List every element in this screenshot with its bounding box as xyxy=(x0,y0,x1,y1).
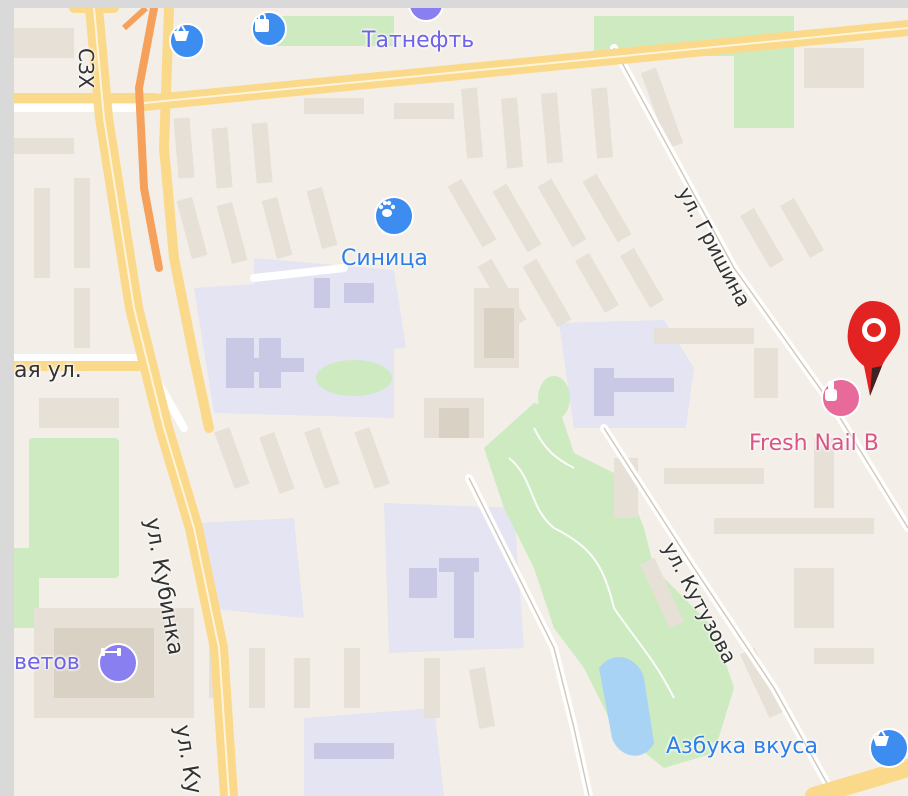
pond xyxy=(599,657,654,756)
nail-polish-icon[interactable] xyxy=(821,378,861,418)
fresh-nail-label[interactable]: Fresh Nail B xyxy=(749,431,879,456)
highway xyxy=(134,8,163,272)
tatneft-label[interactable]: Татнефть xyxy=(362,28,475,53)
parks xyxy=(14,16,794,768)
street-label-left: ая ул. xyxy=(14,358,82,383)
shopping-bag-icon[interactable] xyxy=(251,11,287,47)
svetov-label[interactable]: ветов xyxy=(14,650,80,675)
paw-icon[interactable] xyxy=(374,196,414,236)
shopping-basket-icon[interactable] xyxy=(869,728,908,768)
location-pin-icon[interactable] xyxy=(842,296,908,406)
dumbbell-icon[interactable] xyxy=(98,643,138,683)
sinitsa-label[interactable]: Синица xyxy=(341,246,428,271)
map-canvas[interactable]: СЗХ ул. Кубинка ул. Ку ул. Гришина ул. К… xyxy=(14,8,908,796)
shopping-basket-icon[interactable] xyxy=(169,23,205,59)
buildings xyxy=(14,28,874,729)
map-svg xyxy=(14,8,908,796)
azbuka-label[interactable]: Азбука вкуса xyxy=(666,734,818,759)
street-label-szh: СЗХ xyxy=(74,48,98,89)
